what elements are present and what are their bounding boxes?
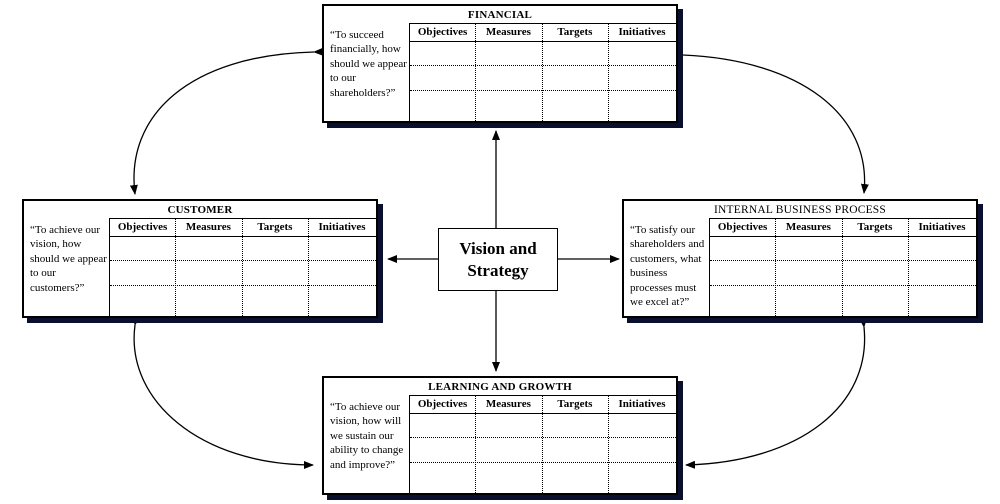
- financial-scorecard-table: Objectives Measures Targets Initiatives: [409, 23, 676, 121]
- customer-scorecard-table: Objectives Measures Targets Initiatives: [109, 218, 376, 316]
- internal-process-question: “To satisfy our shareholders and custome…: [630, 224, 705, 309]
- financial-question: “To succeed financially, how should we a…: [330, 29, 407, 99]
- arrow-internal-learning: [685, 317, 868, 469]
- table-row-divider: [710, 285, 976, 286]
- learning-growth-scorecard-table: Objectives Measures Targets Initiatives: [409, 395, 676, 493]
- internal-process-scorecard-table: Objectives Measures Targets Initiatives: [709, 218, 976, 316]
- column-header-targets: Targets: [557, 26, 593, 38]
- table-column-divider: [908, 219, 910, 316]
- column-header-objectives: Objectives: [417, 26, 468, 38]
- internal-process-panel: INTERNAL BUSINESS PROCESS “To satisfy ou…: [622, 199, 978, 318]
- table-column-divider: [841, 219, 843, 316]
- financial-title: FINANCIAL: [467, 9, 533, 21]
- table-row-divider: [410, 462, 676, 463]
- table-row-divider: [410, 437, 676, 438]
- column-header-objectives: Objectives: [417, 398, 468, 410]
- column-header-measures: Measures: [485, 398, 531, 410]
- table-column-divider: [541, 24, 543, 121]
- column-header-initiatives: Initiatives: [918, 221, 966, 233]
- column-header-measures: Measures: [785, 221, 831, 233]
- table-header: Objectives Measures Targets Initiatives: [410, 24, 676, 42]
- column-header-measures: Measures: [185, 221, 231, 233]
- arrow-financial-customer: [129, 47, 324, 195]
- column-header-targets: Targets: [557, 398, 593, 410]
- financial-panel: FINANCIAL “To succeed financially, how s…: [322, 4, 678, 123]
- column-header-targets: Targets: [257, 221, 293, 233]
- column-header-measures: Measures: [485, 26, 531, 38]
- column-header-initiatives: Initiatives: [318, 221, 366, 233]
- table-header: Objectives Measures Targets Initiatives: [410, 396, 676, 414]
- customer-question: “To achieve our vision, how should we ap…: [30, 224, 107, 294]
- table-column-divider: [775, 219, 777, 316]
- column-header-initiatives: Initiatives: [618, 26, 666, 38]
- customer-title: CUSTOMER: [167, 204, 233, 216]
- vision-strategy-box: Vision and Strategy: [438, 228, 558, 291]
- table-column-divider: [475, 396, 477, 493]
- learning-growth-question: “To achieve our vision, how will we sust…: [330, 401, 404, 471]
- table-column-divider: [308, 219, 310, 316]
- learning-growth-title: LEARNING AND GROWTH: [428, 381, 572, 393]
- column-header-initiatives: Initiatives: [618, 398, 666, 410]
- customer-panel: CUSTOMER “To achieve our vision, how sho…: [22, 199, 378, 318]
- table-row-divider: [410, 90, 676, 91]
- table-column-divider: [475, 24, 477, 121]
- arrow-financial-internal: [673, 50, 869, 194]
- table-row-divider: [110, 260, 376, 261]
- table-header: Objectives Measures Targets Initiatives: [710, 219, 976, 237]
- table-row-divider: [410, 65, 676, 66]
- table-column-divider: [541, 396, 543, 493]
- vision-strategy-label: Vision and Strategy: [459, 238, 537, 280]
- table-column-divider: [608, 24, 610, 121]
- column-header-objectives: Objectives: [717, 221, 768, 233]
- column-header-targets: Targets: [857, 221, 893, 233]
- column-header-objectives: Objectives: [117, 221, 168, 233]
- table-column-divider: [608, 396, 610, 493]
- table-row-divider: [710, 260, 976, 261]
- table-row-divider: [110, 285, 376, 286]
- table-header: Objectives Measures Targets Initiatives: [110, 219, 376, 237]
- table-column-divider: [175, 219, 177, 316]
- learning-growth-panel: LEARNING AND GROWTH “To achieve our visi…: [322, 376, 678, 495]
- table-column-divider: [241, 219, 243, 316]
- internal-process-title: INTERNAL BUSINESS PROCESS: [714, 204, 886, 216]
- arrow-customer-learning: [132, 315, 314, 469]
